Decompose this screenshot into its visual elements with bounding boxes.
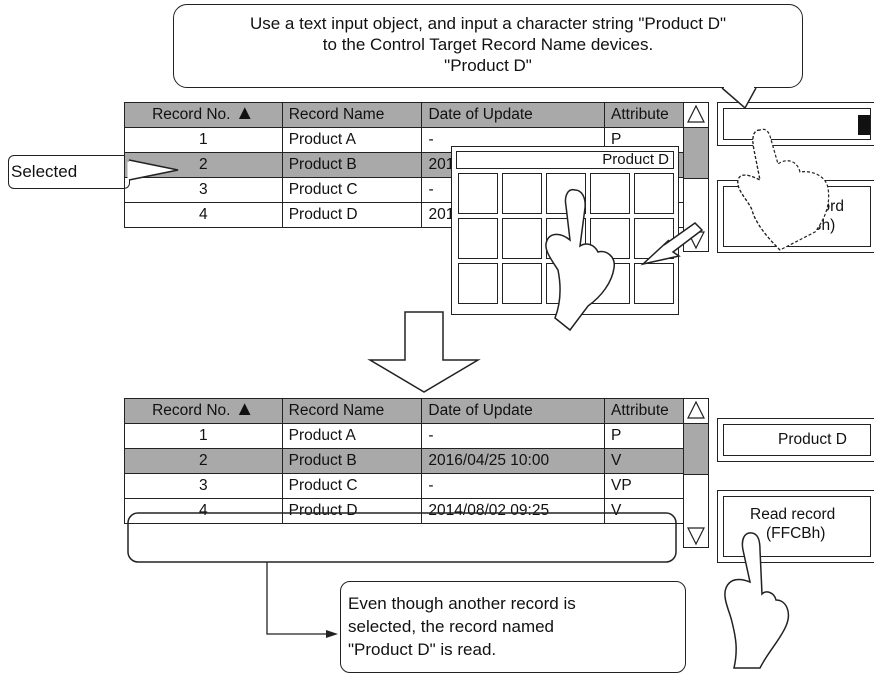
highlight-row-4 (127, 512, 677, 563)
selected-label-text: Selected (11, 162, 78, 181)
cell-record-name: Product D (281, 202, 423, 228)
scroll-up-icon[interactable] (687, 104, 705, 123)
bottom-callout-line3: "Product D" is read. (348, 640, 497, 659)
cell-record-name: Product B (281, 152, 423, 178)
keypad-display: Product D (456, 151, 674, 169)
button-inner (723, 496, 871, 557)
bottom-callout-line1: Even though another record is (348, 594, 576, 613)
header-attribute[interactable]: Attribute (604, 102, 684, 128)
scroll-thumb[interactable] (684, 423, 708, 475)
cell-record-no: 3 (124, 473, 283, 499)
cell-record-name: Product D (281, 498, 423, 524)
cell-record-name: Product C (281, 177, 423, 203)
scroll-up-icon[interactable] (687, 400, 705, 419)
down-arrow-icon (367, 311, 481, 393)
cursor-icon (858, 115, 870, 135)
cell-record-name: Product A (281, 423, 423, 449)
scroll-thumb[interactable] (684, 127, 708, 179)
header-record-no[interactable]: Record No. ▲ (124, 398, 283, 424)
sort-ascending-icon: ▲ (234, 102, 255, 124)
keypad-key[interactable] (502, 263, 542, 304)
cell-record-no: 3 (124, 177, 283, 203)
read-button-line2: (FFCBh) (766, 525, 826, 542)
text-field-inner (723, 108, 871, 140)
cell-date: 2014/08/02 09:25 (421, 498, 606, 524)
cell-record-name: Product A (281, 127, 423, 153)
bottom-record-table: Record No. ▲ Record Name Date of Update … (124, 398, 684, 524)
top-callout-line1: Use a text input object, and input a cha… (249, 14, 727, 33)
bottom-callout-line2: selected, the record named (348, 617, 555, 636)
keypad-key[interactable] (458, 218, 498, 259)
table-row[interactable]: 3 Product C - VP (124, 473, 684, 499)
callout-tail (721, 87, 757, 110)
table-row[interactable]: 4 Product D 2014/08/02 09:25 V (124, 498, 684, 524)
keypad: Product D (451, 146, 679, 315)
header-record-name[interactable]: Record Name (281, 102, 423, 128)
top-callout: Use a text input object, and input a cha… (173, 4, 803, 88)
keypad-display-text: Product D (602, 151, 669, 168)
top-callout-line2: to the Control Target Record Name device… (322, 35, 654, 54)
scroll-down-icon[interactable] (687, 527, 705, 546)
pointing-hand-dashed-icon (737, 128, 830, 251)
header-record-name[interactable]: Record Name (281, 398, 423, 424)
cell-date: 2016/04/25 10:00 (421, 448, 606, 474)
pointing-hand-icon (545, 188, 615, 332)
cell-attribute: V (604, 448, 684, 474)
header-date-of-update[interactable]: Date of Update (421, 398, 606, 424)
pointing-hand-icon (724, 532, 790, 669)
cell-record-no: 4 (124, 202, 283, 228)
keypad-key[interactable] (502, 173, 542, 214)
cell-date: - (421, 423, 606, 449)
bottom-read-record-button[interactable]: Read record (FFCBh) (717, 490, 874, 563)
cell-attribute: V (604, 498, 684, 524)
keypad-key[interactable] (458, 263, 498, 304)
cell-record-no: 4 (124, 498, 283, 524)
top-callout-line3: "Product D" (444, 56, 532, 75)
table-row[interactable]: 1 Product A - P (124, 423, 684, 449)
bottom-scrollbar[interactable] (683, 398, 709, 548)
cell-record-name: Product B (281, 448, 423, 474)
keypad-key[interactable] (634, 173, 674, 214)
connector-line (266, 562, 332, 635)
bottom-text-field[interactable]: Product D (717, 418, 874, 462)
table-header-row: Record No. ▲ Record Name Date of Update … (124, 398, 684, 424)
cell-record-name: Product C (281, 473, 423, 499)
keypad-key[interactable] (458, 173, 498, 214)
direction-arrow (640, 222, 704, 266)
text-field-value: Product D (778, 431, 847, 448)
keypad-key[interactable] (634, 263, 674, 304)
keypad-key[interactable] (502, 218, 542, 259)
table-row-selected[interactable]: 2 Product B 2016/04/25 10:00 V (124, 448, 684, 474)
selected-label: Selected (8, 155, 130, 189)
keypad-key[interactable] (590, 173, 630, 214)
bottom-callout: Even though another record is selected, … (340, 581, 686, 673)
text-field-inner (723, 424, 871, 456)
read-button-line1: Read record (750, 506, 836, 523)
top-text-field[interactable] (717, 102, 874, 146)
sort-ascending-icon: ▲ (234, 398, 255, 420)
header-record-no[interactable]: Record No. ▲ (124, 102, 283, 128)
connector-arrowhead (326, 630, 338, 638)
selected-pointer (128, 159, 179, 181)
header-attribute[interactable]: Attribute (604, 398, 684, 424)
